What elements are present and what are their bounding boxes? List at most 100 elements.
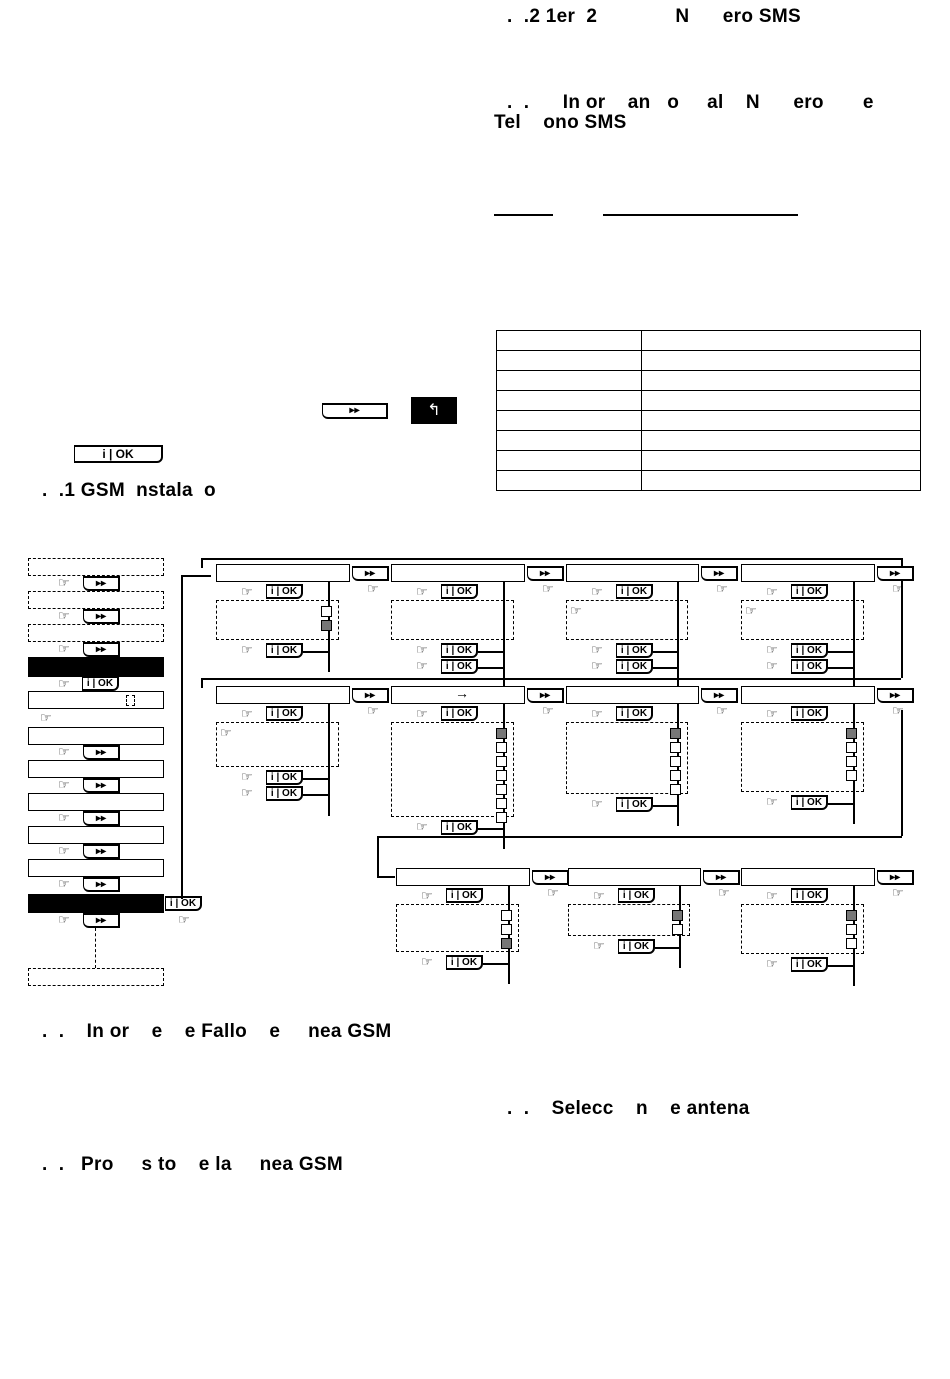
- ok-button[interactable]: i | OK: [616, 584, 653, 599]
- hand-icon: ☞: [591, 706, 603, 721]
- ok-button[interactable]: i | OK: [266, 706, 303, 721]
- hand-icon: ☞: [591, 796, 603, 811]
- checkbox: [846, 910, 858, 921]
- ok-button[interactable]: i | OK: [791, 888, 828, 903]
- ok-button[interactable]: i | OK: [616, 797, 653, 812]
- next-button[interactable]: ▸▸: [352, 566, 389, 581]
- connector-line: [653, 805, 678, 807]
- next-button[interactable]: ▸▸: [83, 811, 120, 826]
- ok-button[interactable]: i | OK: [82, 676, 119, 691]
- ok-button[interactable]: i | OK: [441, 820, 478, 835]
- next-button[interactable]: ▸▸: [352, 688, 389, 703]
- hand-icon: ☞: [241, 769, 253, 784]
- underline: [494, 214, 553, 216]
- menu-header-box: [566, 564, 699, 582]
- ok-button[interactable]: i | OK: [791, 706, 828, 721]
- hand-icon: ☞: [892, 581, 904, 596]
- heading-gsm-fault: . . In or e e Fallo e nea GSM: [42, 1021, 392, 1042]
- hand-icon: ☞: [421, 954, 433, 969]
- next-button[interactable]: ▸▸: [83, 877, 120, 892]
- hand-icon: ☞: [416, 706, 428, 721]
- ok-button[interactable]: i | OK: [791, 659, 828, 674]
- hand-icon: ☞: [241, 706, 253, 721]
- menu-option-box: [28, 859, 164, 877]
- ok-button[interactable]: i | OK: [266, 770, 303, 785]
- checkbox: [496, 742, 508, 753]
- ok-button[interactable]: i | OK: [616, 659, 653, 674]
- ok-button[interactable]: i | OK: [165, 896, 202, 911]
- next-button[interactable]: ▸▸: [83, 576, 120, 591]
- ok-button[interactable]: i | OK: [446, 955, 483, 970]
- menu-header-box: [741, 564, 875, 582]
- next-button[interactable]: ▸▸: [527, 688, 564, 703]
- ok-button[interactable]: i | OK: [441, 584, 478, 599]
- checkbox: [672, 910, 684, 921]
- connector-line: [853, 582, 855, 689]
- options-box: [566, 722, 689, 794]
- next-button[interactable]: ▸▸: [83, 745, 120, 760]
- next-button[interactable]: ▸▸: [701, 566, 738, 581]
- options-box: [216, 722, 340, 767]
- checkbox: [846, 728, 858, 739]
- heading-sms-number: . .2 1er 2 N ero SMS: [507, 6, 801, 27]
- connector-line: [377, 876, 395, 878]
- menu-header-box: [396, 868, 530, 886]
- connector-line: [478, 667, 504, 669]
- ok-button[interactable]: i | OK: [446, 888, 483, 903]
- ok-button[interactable]: i | OK: [441, 659, 478, 674]
- ok-button[interactable]: i | OK: [441, 706, 478, 721]
- ok-button[interactable]: i | OK: [791, 584, 828, 599]
- ok-button[interactable]: i | OK: [616, 706, 653, 721]
- next-button[interactable]: ▸▸: [877, 688, 914, 703]
- checkbox: [496, 756, 508, 767]
- hand-icon: ☞: [241, 785, 253, 800]
- hand-icon: ☞: [58, 744, 70, 759]
- next-button[interactable]: ▸▸: [532, 870, 569, 885]
- sms-table: [496, 330, 921, 491]
- checkbox: [846, 770, 858, 781]
- next-button[interactable]: ▸▸: [877, 870, 914, 885]
- ok-button[interactable]: i | OK: [791, 643, 828, 658]
- next-button[interactable]: ▸▸: [83, 913, 120, 928]
- connector-line: [201, 678, 901, 680]
- ok-button[interactable]: i | OK: [266, 786, 303, 801]
- connector-line: [478, 828, 504, 830]
- ok-button[interactable]: i | OK: [441, 643, 478, 658]
- heading-gsm-install: . .1 GSM nstala o: [42, 480, 216, 501]
- next-button[interactable]: ▸▸: [83, 642, 120, 657]
- connector-line: [201, 678, 203, 688]
- underline: [603, 214, 798, 216]
- connector-line: [828, 803, 854, 805]
- ok-button[interactable]: i | OK: [618, 888, 655, 903]
- connector-line: [303, 651, 329, 653]
- next-button[interactable]: ▸▸: [527, 566, 564, 581]
- checkbox: [670, 756, 682, 767]
- next-button[interactable]: ▸▸: [701, 688, 738, 703]
- next-button[interactable]: ▸▸: [703, 870, 740, 885]
- ok-button[interactable]: i | OK: [266, 643, 303, 658]
- menu-option-box: [28, 558, 164, 576]
- checkbox: [321, 620, 333, 631]
- connector-line: [677, 582, 679, 689]
- options-box: [741, 904, 865, 954]
- ok-button[interactable]: i | OK: [266, 584, 303, 599]
- ok-button[interactable]: i | OK: [74, 445, 163, 463]
- menu-option-box: [28, 591, 164, 609]
- next-button[interactable]: ▸▸: [83, 844, 120, 859]
- next-button[interactable]: ▸▸: [877, 566, 914, 581]
- ok-button[interactable]: i | OK: [616, 643, 653, 658]
- connector-line: [828, 651, 854, 653]
- next-button[interactable]: ▸▸: [83, 778, 120, 793]
- hand-icon: ☞: [416, 584, 428, 599]
- next-button[interactable]: ▸▸: [322, 403, 388, 419]
- next-button[interactable]: ▸▸: [83, 609, 120, 624]
- ok-button[interactable]: i | OK: [791, 795, 828, 810]
- ok-button[interactable]: i | OK: [791, 957, 828, 972]
- connector-line: [303, 794, 329, 796]
- connector-line: [303, 778, 329, 780]
- connector-line: [901, 710, 903, 836]
- cursor-box: [126, 695, 135, 706]
- back-button[interactable]: ↰: [411, 397, 457, 424]
- checkbox: [496, 812, 508, 823]
- ok-button[interactable]: i | OK: [618, 939, 655, 954]
